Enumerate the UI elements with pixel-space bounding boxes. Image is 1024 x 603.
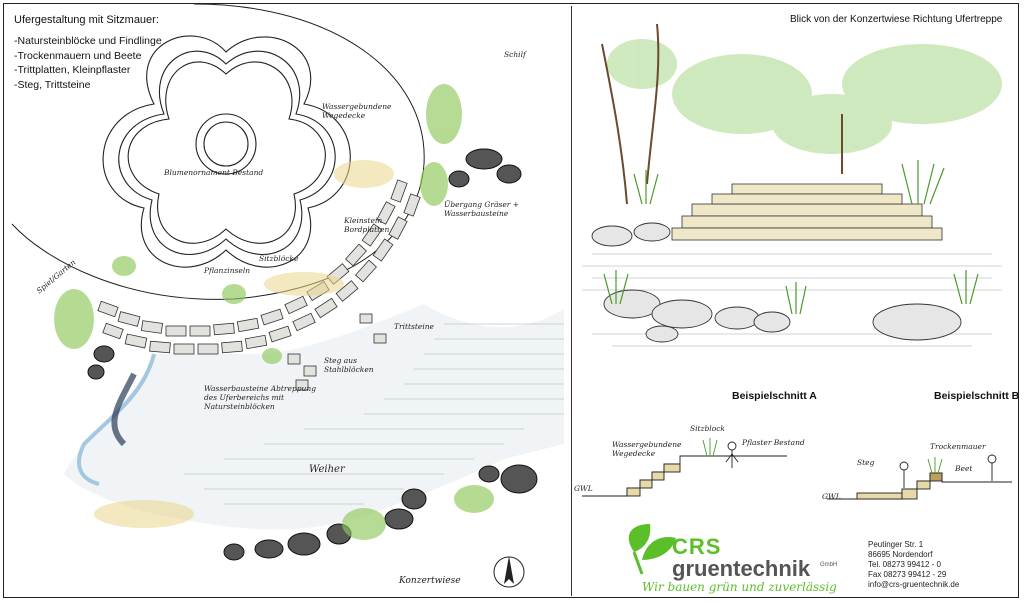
- label-stepping-stones: Trittsteine: [394, 322, 434, 331]
- pond-water: [64, 304, 564, 530]
- grass-tufts: [603, 160, 979, 315]
- north-arrow: [493, 556, 525, 588]
- address-line: Peutinger Str. 1: [868, 540, 924, 549]
- perspective-panel: Blick von der Konzertwiese Richtung Ufer…: [572, 4, 1020, 596]
- boulders: [87, 148, 538, 561]
- flower-ornament: [102, 35, 351, 268]
- address-line: Fax 08273 99412 - 29: [868, 570, 947, 579]
- section-a-label-paving: Pflaster Bestand: [742, 438, 805, 447]
- section-b-title: Beispielschnitt B: [934, 390, 1020, 402]
- section-a-label-seat: Sitzblock: [690, 424, 725, 433]
- section-b-drawing: [827, 454, 1012, 500]
- perspective-drawing: [582, 23, 1012, 575]
- plan-feature-item: -Trittplatten, Kleinpflaster: [14, 64, 131, 76]
- section-a-label-path: Wassergebundene Wegedecke: [612, 440, 682, 458]
- address-line: 86695 Nordendorf: [868, 550, 933, 559]
- sheet-divider: [571, 6, 572, 596]
- section-b-label-wall: Trockenmauer: [930, 442, 986, 451]
- section-b-label-jetty: Steg: [857, 458, 875, 467]
- plan-title: Ufergestaltung mit Sitzmauer:: [14, 14, 159, 26]
- site-plan-panel: Ufergestaltung mit Sitzmauer: -Naturstei…: [4, 3, 570, 596]
- label-flower-ornament: Blumenornament Bestand: [164, 168, 264, 177]
- label-seat-blocks: Sitzblöcke: [259, 254, 299, 263]
- planting-beds: [54, 84, 494, 540]
- label-path-surface: Wassergebundene Wegedecke: [322, 102, 392, 120]
- tree-canopies: [607, 39, 1002, 154]
- label-border-stones: Kleinstein Bordplatten: [344, 216, 390, 234]
- address-line: Tel. 08273 99412 - 0: [868, 560, 941, 569]
- label-terrace-steps: Wasserbausteine Abtreppung des Uferberei…: [204, 384, 317, 411]
- logo-slogan: Wir bauen grün und zuverlässig: [642, 580, 837, 594]
- label-jetty: Steg aus Stahlblöcken: [324, 356, 374, 374]
- logo-name: gruentechnik: [672, 556, 811, 581]
- plan-feature-list: -Natursteinblöcke und Findlinge -Trocken…: [14, 34, 162, 92]
- label-plant-islands: Pflanzinseln: [204, 266, 251, 275]
- label-transition: Übergang Gräser + Wasserbausteine: [444, 200, 520, 218]
- section-b-label-water: GWL: [822, 492, 841, 501]
- water-hatching: [184, 323, 564, 505]
- sheet-frame: [3, 3, 1019, 598]
- logo-suffix: GmbH: [820, 562, 838, 568]
- plan-feature-item: -Natursteinblöcke und Findlinge: [14, 35, 162, 47]
- address-email: info@crs-gruentechnik.de: [868, 580, 960, 589]
- company-address: Peutinger Str. 1 86695 Nordendorf Tel. 0…: [868, 540, 959, 590]
- leaf-logo-icon: [628, 524, 676, 575]
- plan-feature-item: -Trockenmauern und Beete: [14, 49, 142, 62]
- label-concert-meadow: Konzertwiese: [399, 576, 461, 586]
- section-a-title: Beispielschnitt A: [732, 390, 817, 402]
- section-b-label-bed: Beet: [955, 464, 973, 473]
- section-a-drawing: [582, 438, 787, 497]
- terrace-steps: [671, 183, 943, 241]
- site-plan-drawing: [11, 3, 564, 588]
- logo-crs: CRS: [672, 534, 722, 559]
- label-pond: Weiher: [309, 464, 345, 475]
- perspective-title: Blick von der Konzertwiese Richtung Ufer…: [790, 14, 1003, 25]
- front-boulders: [591, 222, 962, 343]
- label-reed: Schilf: [504, 50, 526, 59]
- section-a-label-water: GWL: [574, 484, 593, 493]
- stone-wall-blocks: [97, 179, 421, 391]
- plan-feature-item: -Steg, Trittsteine: [14, 78, 91, 91]
